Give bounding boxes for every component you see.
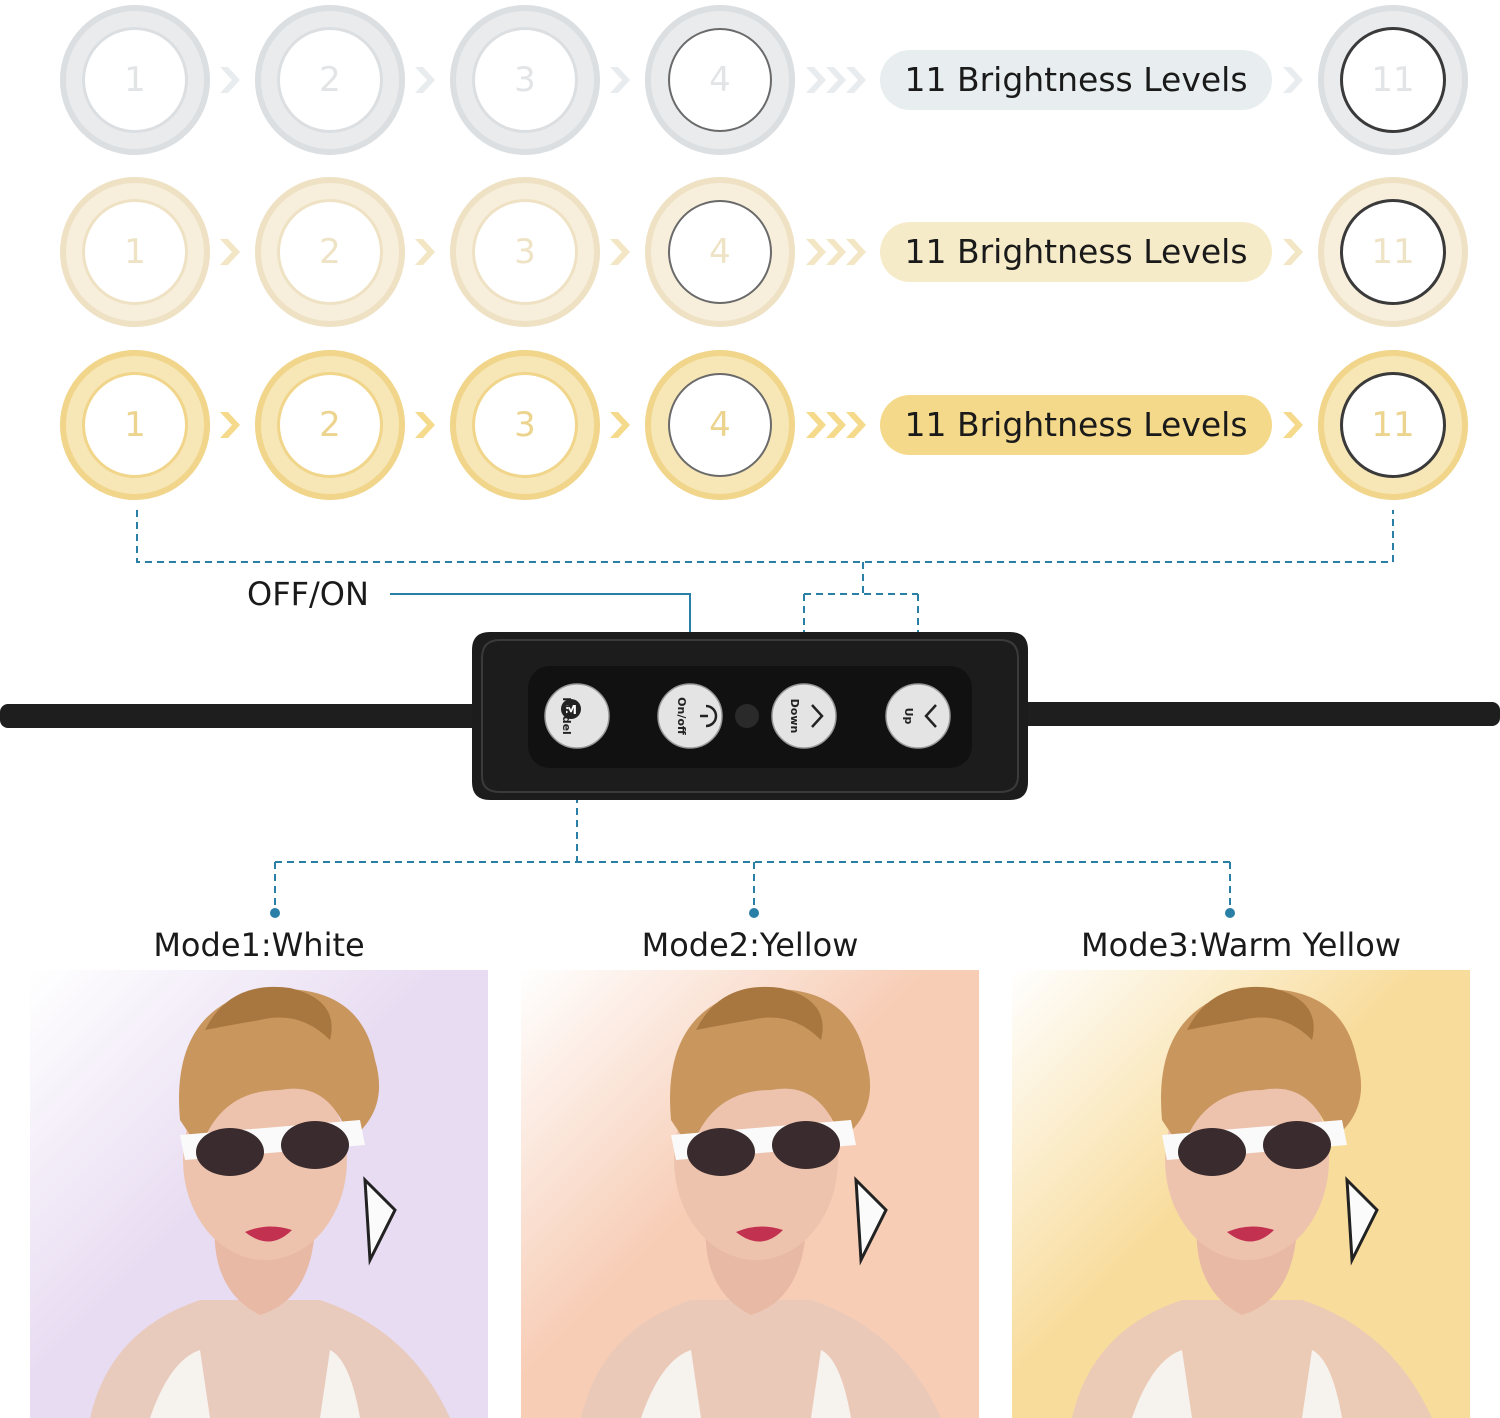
ring-span-connector [136, 510, 1394, 563]
chevron-right-icon [220, 412, 240, 438]
level-number: 4 [709, 232, 731, 272]
chevron-right-icon [220, 239, 240, 265]
level-number: 11 [1371, 60, 1415, 100]
chevron-right-icon [610, 67, 630, 93]
chevron-right-icon [806, 67, 826, 93]
mode-2-photo [521, 970, 979, 1418]
brightness-ring-1: 1 [60, 5, 210, 155]
mode-button-label: Model [560, 697, 573, 735]
chevron-right-icon [610, 412, 630, 438]
brightness-ring-11: 11 [1318, 350, 1468, 500]
level-number: 1 [124, 232, 146, 272]
chevron-right-icon [806, 412, 826, 438]
up-button[interactable]: Up [885, 683, 951, 749]
brightness-ring-11: 11 [1318, 5, 1468, 155]
chevron-right-icon [826, 67, 846, 93]
mode-1-photo [30, 970, 488, 1418]
chevron-right-icon [1283, 412, 1303, 438]
chevron-right-icon [1283, 67, 1303, 93]
chevron-right-icon [415, 412, 435, 438]
level-number: 11 [1371, 405, 1415, 445]
level-number: 4 [709, 405, 731, 445]
portrait-illustration [1072, 986, 1432, 1418]
level-number: 2 [319, 232, 341, 272]
chevron-down-icon [811, 704, 824, 728]
mode-1-label: Mode1:White [153, 926, 365, 964]
chevron-right-icon [610, 239, 630, 265]
chevron-arrows [220, 67, 1303, 438]
brightness-ring-1: 1 [60, 350, 210, 500]
brightness-ring-2: 2 [255, 177, 405, 327]
chevron-right-icon [826, 239, 846, 265]
chevron-right-icon [220, 67, 240, 93]
level-number: 2 [319, 405, 341, 445]
power-icon [705, 704, 718, 728]
level-number: 1 [124, 405, 146, 445]
level-number: 2 [319, 60, 341, 100]
up-down-connector [803, 562, 919, 690]
connector-dot [270, 908, 280, 918]
mode-button[interactable]: M Model [544, 683, 610, 749]
mode-3-photo [1012, 970, 1470, 1418]
brightness-levels-pill: 11 Brightness Levels [880, 222, 1272, 282]
brightness-ring-11: 11 [1318, 177, 1468, 327]
brightness-ring-3: 3 [450, 177, 600, 327]
off-on-label: OFF/ON [247, 575, 369, 613]
mode-3-label: Mode3:Warm Yellow [1081, 926, 1401, 964]
brightness-ring-3: 3 [450, 350, 600, 500]
brightness-ring-2: 2 [255, 5, 405, 155]
diagram-graphics: M Model On/off Down Up [0, 67, 1500, 918]
level-number: 1 [124, 60, 146, 100]
brightness-ring-3: 3 [450, 5, 600, 155]
mode-connector [274, 760, 1231, 912]
connector-dots [270, 908, 1235, 918]
chevron-right-icon [846, 67, 866, 93]
power-button[interactable]: On/off [657, 683, 723, 749]
chevron-right-icon [826, 412, 846, 438]
chevron-up-icon [924, 704, 937, 728]
brightness-ring-1: 1 [60, 177, 210, 327]
brightness-levels-pill: 11 Brightness Levels [880, 50, 1272, 110]
mode-2-label: Mode2:Yellow [641, 926, 859, 964]
connector-dot [749, 908, 759, 918]
chevron-right-icon [846, 412, 866, 438]
connector-lines [136, 510, 1394, 912]
level-number: 3 [514, 232, 536, 272]
level-number: 11 [1371, 232, 1415, 272]
down-button-label: Down [788, 699, 801, 734]
brightness-levels-pill: 11 Brightness Levels [880, 395, 1272, 455]
chevron-right-icon [806, 239, 826, 265]
controller-bezel [481, 639, 1019, 793]
cable-left [0, 704, 480, 728]
level-number: 3 [514, 405, 536, 445]
down-button[interactable]: Down [771, 683, 837, 749]
chevron-right-icon [846, 239, 866, 265]
chevron-right-icon [415, 67, 435, 93]
chevron-right-icon [1283, 239, 1303, 265]
level-number: 3 [514, 60, 536, 100]
brightness-ring-4: 4 [645, 177, 795, 327]
brightness-ring-2: 2 [255, 350, 405, 500]
portrait-illustration [90, 986, 450, 1418]
indicator-led [735, 704, 759, 728]
portrait-illustration [581, 986, 941, 1418]
level-number: 4 [709, 60, 731, 100]
cable-right [1020, 702, 1500, 726]
brightness-ring-4: 4 [645, 350, 795, 500]
power-button-label: On/off [675, 697, 688, 735]
chevron-right-icon [415, 239, 435, 265]
mode-button-glyph: M [565, 703, 577, 717]
brightness-ring-4: 4 [645, 5, 795, 155]
connector-dot [1225, 908, 1235, 918]
up-button-label: Up [902, 708, 915, 725]
